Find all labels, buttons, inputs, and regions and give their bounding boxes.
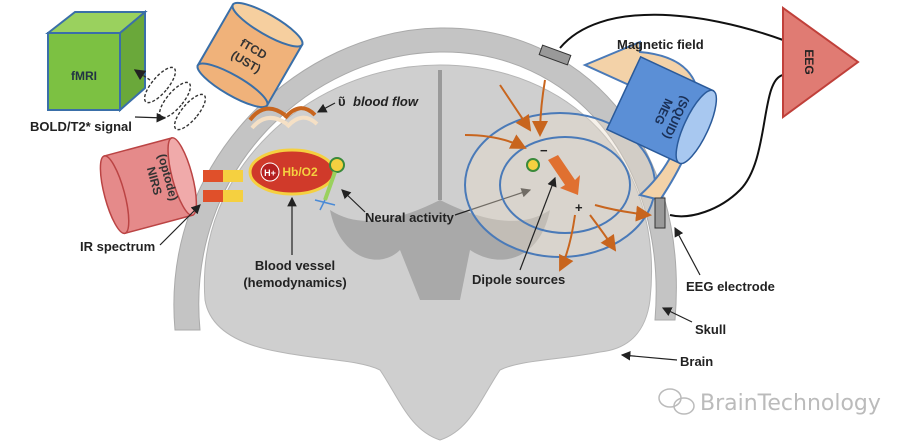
hplus-label: H+ <box>264 168 276 178</box>
plus-sign: + <box>575 200 583 215</box>
eeg-amplifier <box>782 6 860 119</box>
blood-flow-symbol: ῦ <box>338 94 346 109</box>
hb-o2-label: Hb/O2 <box>282 165 318 179</box>
eeg-electrode-side <box>654 197 666 229</box>
watermark: BrainTechnology <box>700 391 881 416</box>
fmri-label: fMRI <box>71 69 97 83</box>
brain-ventricle <box>330 200 550 300</box>
eeg-electrode-top <box>538 44 572 66</box>
minus-sign: − <box>540 143 548 158</box>
blood-flow-waves-icon <box>248 106 319 130</box>
wechat-logo-icon <box>658 388 695 415</box>
eeg-wire <box>559 13 784 218</box>
meg-cylinder: MEG (SQUID) <box>605 55 718 165</box>
eeg-electrode-label: EEG electrode <box>686 279 775 294</box>
hemodynamics-label: (hemodynamics) <box>243 275 346 290</box>
skull <box>173 27 677 331</box>
dipole-sources-label: Dipole sources <box>472 272 565 287</box>
bold-signal-label: BOLD/T2* signal <box>30 119 132 134</box>
blood-flow-label: blood flow <box>353 94 419 109</box>
blood-vessel: H+ Hb/O2 <box>248 148 336 196</box>
ftcd-cylinder: fTCD (UST) <box>196 1 304 109</box>
neural-activity-label: Neural activity <box>365 210 455 225</box>
blood-vessel-label: Blood vessel <box>255 258 335 273</box>
ir-spectrum-label: IR spectrum <box>80 239 155 254</box>
magnetic-field-label: Magnetic field <box>617 37 704 52</box>
neuron-icon <box>314 157 345 211</box>
brain-label: Brain <box>680 354 713 369</box>
fmri-cube: fMRI <box>45 9 148 113</box>
ir-beams-icon <box>203 170 243 202</box>
eeg-label: EEG <box>802 49 816 74</box>
dipole-icon <box>526 155 580 195</box>
nirs-cylinder: NIRS (optode) <box>99 136 198 235</box>
rf-coil-icon <box>133 66 207 131</box>
current-arrows <box>464 79 652 272</box>
skull-label: Skull <box>695 322 726 337</box>
